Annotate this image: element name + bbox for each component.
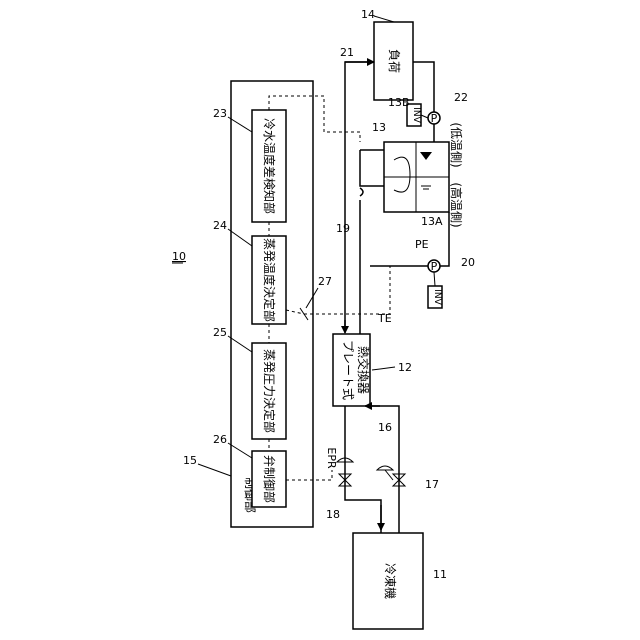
ref-10: 10 <box>172 250 186 263</box>
inv-link-20 <box>434 272 435 286</box>
evap-temp-decider-label: 蒸発温度決定部 <box>262 238 277 322</box>
temp-diff-detector-label: 冷水温度差検知部 <box>262 118 277 214</box>
plate-hx-line1: プレート式 <box>341 340 355 400</box>
ref-21: 21 <box>340 46 354 59</box>
ref-19: 19 <box>336 222 350 235</box>
ref-11: 11 <box>433 568 447 581</box>
ref-22: 22 <box>454 91 468 104</box>
ref-14-leader <box>374 16 394 22</box>
pipe-18 <box>345 406 381 533</box>
pipe-crossing <box>360 188 363 196</box>
epr-label: EPR <box>325 447 338 469</box>
ref-17: 17 <box>425 478 439 491</box>
pe-label: PE <box>415 238 429 251</box>
te-label: TE <box>377 312 392 325</box>
inv-label-22: INV <box>411 107 421 123</box>
valve-17-actuator <box>377 466 393 470</box>
ref-14: 14 <box>361 8 375 21</box>
ref-27: 27 <box>318 275 332 288</box>
ref-15-leader <box>198 464 231 476</box>
inv-label-20: INV <box>432 289 442 305</box>
pump-20-symbol: P <box>431 260 438 273</box>
ref-13A: 13A <box>421 215 443 228</box>
valve-controller-label: 弁制御部 <box>262 455 277 503</box>
tank-high-temp-label: (高温側) <box>449 182 464 227</box>
tank-low-temp-label: (低温側) <box>449 122 463 167</box>
ref-13: 13 <box>372 121 386 134</box>
evap-pressure-decider-label: 蒸発圧力決定部 <box>262 349 277 433</box>
pipe-19 <box>360 150 384 186</box>
ref-16: 16 <box>378 421 392 434</box>
ref-26: 26 <box>213 433 227 446</box>
ref-15: 15 <box>183 454 197 467</box>
ref-13B: 13B <box>388 96 410 109</box>
load-label: 負荷 <box>387 49 401 73</box>
ref-23: 23 <box>213 107 227 120</box>
signal-pressure <box>304 266 413 314</box>
chiller-label: 冷凍機 <box>383 563 398 599</box>
pump-22-symbol: P <box>431 112 438 125</box>
ref-18: 18 <box>326 508 340 521</box>
ref-12-leader <box>372 367 395 370</box>
ref-20: 20 <box>461 256 475 269</box>
ref-25: 25 <box>213 326 227 339</box>
ref-12: 12 <box>398 361 412 374</box>
plate-hx-line2: 熱交換器 <box>356 346 371 394</box>
ref-24: 24 <box>213 219 227 232</box>
inv-link-22 <box>421 115 428 118</box>
valve-17-stem <box>385 470 393 480</box>
